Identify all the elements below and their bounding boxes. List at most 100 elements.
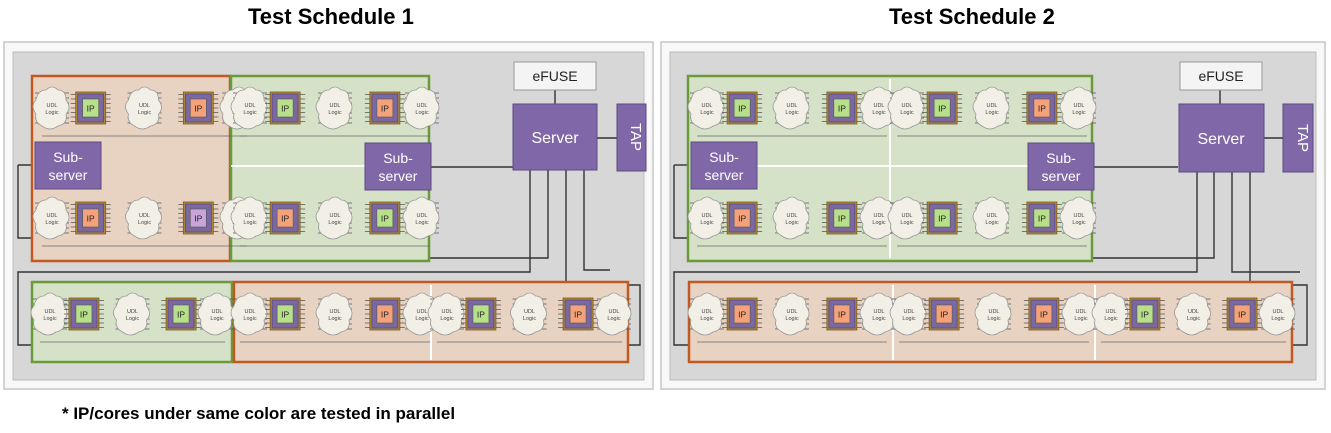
udl-label: UDL	[44, 309, 55, 315]
schedule2-subserver-left: Sub- server	[690, 141, 758, 190]
schedule2-server: Server	[1178, 103, 1265, 173]
udl-label: Logic	[45, 220, 58, 226]
ip-label: IP	[938, 214, 946, 224]
ip-core: IP	[460, 297, 501, 331]
udl-label: UDL	[701, 309, 712, 315]
udl-label: UDL	[1073, 103, 1084, 109]
udl-label: Logic	[523, 316, 536, 322]
schedule2-title: Test Schedule 2	[889, 4, 1055, 29]
udl-label: UDL	[127, 309, 138, 315]
ip-label: IP	[381, 310, 389, 320]
udl-label: Logic	[1072, 110, 1085, 116]
tap-label: TAP	[627, 123, 644, 151]
subserver-label-2: server	[1042, 168, 1081, 184]
ip-core: IP	[821, 297, 862, 331]
ip-label: IP	[194, 214, 202, 224]
udl-label: UDL	[244, 213, 255, 219]
udl-label: Logic	[415, 220, 428, 226]
ip-core: IP	[265, 297, 306, 331]
udl-label: UDL	[139, 103, 150, 109]
udl-label: UDL	[139, 213, 150, 219]
schedule1-subserver-right: Sub- server	[364, 142, 432, 191]
efuse-label: eFUSE	[532, 68, 577, 84]
udl-label: UDL	[986, 213, 997, 219]
udl-label: UDL	[416, 213, 427, 219]
ip-label: IP	[574, 310, 582, 320]
subserver-label-1: Sub-	[383, 150, 413, 166]
udl-label: Logic	[985, 220, 998, 226]
ip-core: IP	[722, 201, 763, 235]
udl-label: UDL	[986, 103, 997, 109]
udl-label: UDL	[701, 103, 712, 109]
schedule2-efuse: eFUSE	[1179, 61, 1263, 91]
ip-core: IP	[722, 297, 763, 331]
udl-label: UDL	[211, 309, 222, 315]
efuse-label: eFUSE	[1198, 68, 1243, 84]
udl-label: UDL	[1188, 309, 1199, 315]
udl-label: UDL	[1075, 309, 1086, 315]
ip-core: IP	[1021, 201, 1062, 235]
ip-core: IP	[924, 297, 965, 331]
udl-label: Logic	[1072, 220, 1085, 226]
ip-core: IP	[1222, 297, 1263, 331]
ip-label: IP	[738, 310, 746, 320]
udl-label: UDL	[441, 309, 452, 315]
ip-core: IP	[922, 201, 963, 235]
ip-label: IP	[477, 310, 485, 320]
subserver-label-2: server	[379, 168, 418, 184]
ip-label: IP	[194, 104, 202, 114]
schedule2-subserver-right: Sub- server	[1027, 142, 1095, 191]
udl-label: Logic	[415, 316, 428, 322]
udl-label: UDL	[903, 309, 914, 315]
udl-label: Logic	[1271, 316, 1284, 322]
udl-label: UDL	[873, 309, 884, 315]
udl-label: UDL	[1272, 309, 1283, 315]
udl-label: UDL	[46, 103, 57, 109]
ip-core: IP	[1021, 91, 1062, 125]
server-label: Server	[1197, 131, 1245, 148]
ip-label: IP	[1038, 214, 1046, 224]
udl-label: Logic	[440, 316, 453, 322]
subserver-label-2: server	[705, 167, 744, 183]
udl-label: Logic	[785, 220, 798, 226]
subserver-label-1: Sub-	[53, 149, 83, 165]
ip-label: IP	[1038, 104, 1046, 114]
udl-label: UDL	[244, 103, 255, 109]
ip-label: IP	[938, 104, 946, 114]
udl-label: UDL	[1073, 213, 1084, 219]
udl-label: UDL	[786, 213, 797, 219]
udl-label: Logic	[328, 316, 341, 322]
ip-label: IP	[177, 310, 185, 320]
udl-label: Logic	[700, 110, 713, 116]
ip-label: IP	[381, 104, 389, 114]
udl-label: Logic	[328, 220, 341, 226]
ip-label: IP	[1141, 310, 1149, 320]
